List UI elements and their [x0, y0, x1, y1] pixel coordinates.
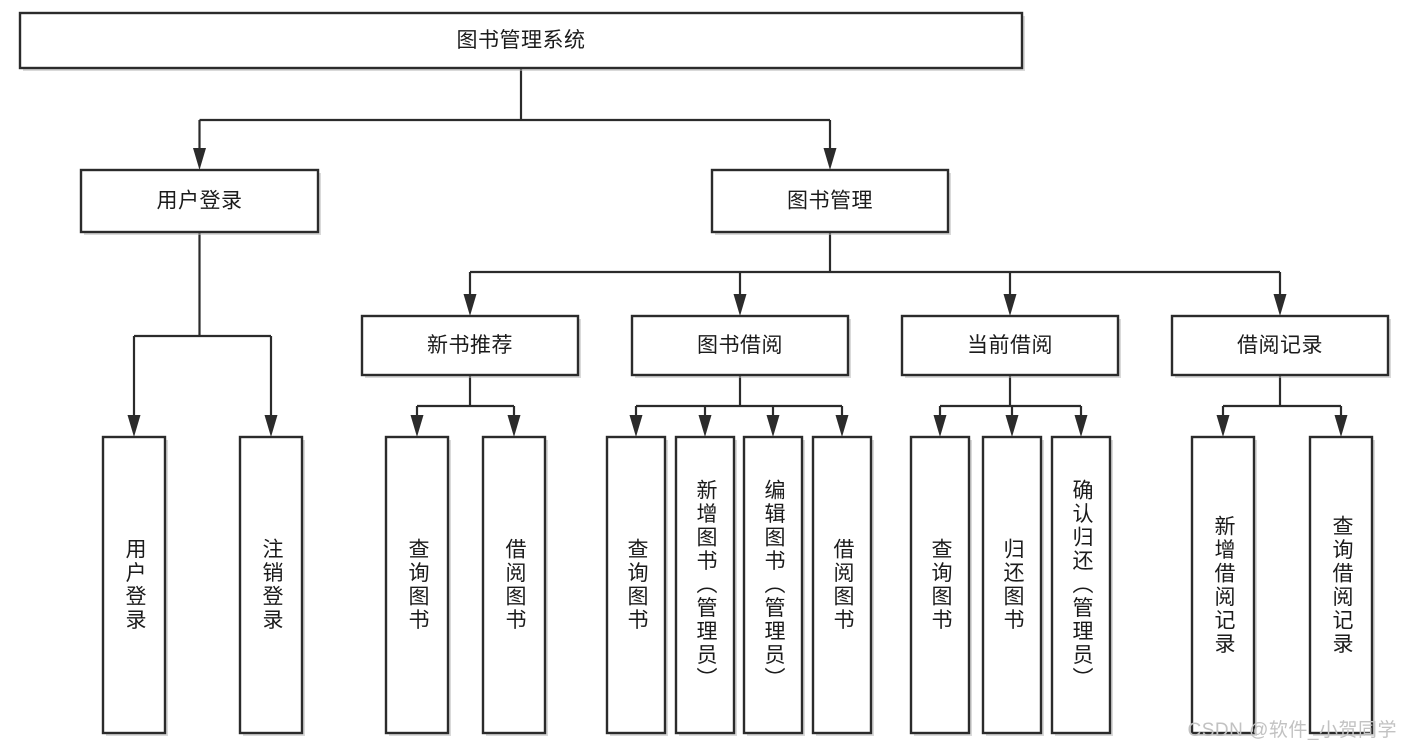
csdn-watermark: CSDN @软件_小贺同学	[1187, 720, 1397, 741]
node-box-new-book-recommend[interactable]	[360, 314, 580, 377]
node-box-user-login[interactable]	[79, 168, 320, 234]
node-box-root[interactable]	[18, 11, 1024, 70]
arrow-head-icon	[507, 415, 521, 437]
arrow-head-icon	[127, 415, 141, 437]
arrow-head-icon	[1334, 415, 1348, 437]
node-box-leaf-borrow-book-2[interactable]	[811, 435, 873, 735]
node-label-root: 图书管理系统	[457, 29, 586, 52]
node-label-current-borrow: 当前借阅	[967, 334, 1053, 357]
node-box-leaf-borrow-book-1[interactable]	[481, 435, 547, 735]
node-box-leaf-query-record[interactable]	[1308, 435, 1374, 735]
arrow-head-icon	[629, 415, 643, 437]
node-box-leaf-query-book-2[interactable]	[605, 435, 667, 735]
node-box-leaf-add-record[interactable]	[1190, 435, 1256, 735]
node-label-book-borrow: 图书借阅	[697, 334, 783, 357]
node-box-leaf-query-book-3[interactable]	[909, 435, 971, 735]
arrow-head-icon	[933, 415, 947, 437]
arrow-head-icon	[193, 148, 206, 170]
arrow-head-icon	[698, 415, 712, 437]
arrow-head-icon	[1074, 415, 1088, 437]
arrow-head-icon	[733, 294, 747, 316]
node-box-leaf-add-book[interactable]	[674, 435, 736, 735]
node-box-book-borrow[interactable]	[630, 314, 850, 377]
node-box-leaf-confirm-return[interactable]	[1050, 435, 1112, 735]
arrow-head-icon	[1216, 415, 1230, 437]
arrow-head-icon	[823, 148, 837, 170]
node-box-leaf-logout-login[interactable]	[238, 435, 304, 735]
node-box-leaf-edit-book[interactable]	[742, 435, 804, 735]
arrow-head-icon	[410, 415, 424, 437]
node-box-leaf-user-login[interactable]	[101, 435, 167, 735]
arrow-head-icon	[766, 415, 780, 437]
node-box-leaf-query-book-1[interactable]	[384, 435, 450, 735]
arrow-head-icon	[463, 294, 477, 316]
node-label-book-manage: 图书管理	[787, 190, 873, 213]
arrow-head-icon	[1273, 294, 1287, 316]
node-box-current-borrow[interactable]	[900, 314, 1120, 377]
node-label-new-book-recommend: 新书推荐	[427, 334, 513, 357]
node-label-user-login: 用户登录	[157, 190, 243, 213]
arrow-head-icon	[264, 415, 278, 437]
arrow-head-icon	[1005, 415, 1019, 437]
arrow-head-icon	[835, 415, 849, 437]
arrow-head-icon	[1003, 294, 1017, 316]
node-box-leaf-return-book[interactable]	[981, 435, 1043, 735]
node-label-borrow-record: 借阅记录	[1237, 334, 1323, 357]
node-box-book-manage[interactable]	[710, 168, 950, 234]
node-box-borrow-record[interactable]	[1170, 314, 1390, 377]
connector-layer	[127, 68, 1348, 437]
